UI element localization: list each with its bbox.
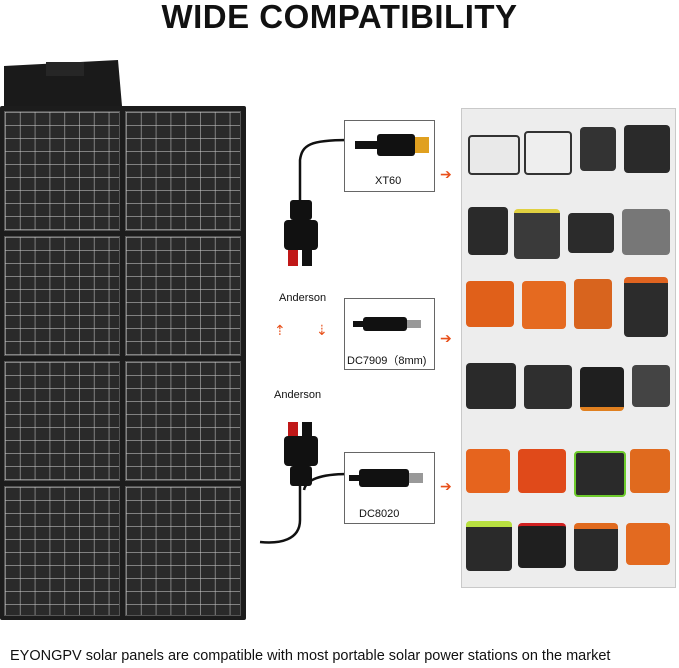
power-station-image — [518, 523, 566, 568]
power-station-image — [518, 449, 566, 493]
anderson-plug-icon — [284, 200, 318, 266]
power-station-image — [622, 209, 670, 255]
dc-barrel-plug-icon — [349, 469, 423, 487]
solar-panel-image — [0, 54, 248, 622]
right-arrow-icon: ➔ — [440, 166, 452, 182]
dc-barrel-plug-icon — [353, 317, 421, 331]
power-station-image — [466, 281, 514, 327]
power-station-image — [514, 209, 560, 259]
panel-cell — [125, 361, 241, 481]
power-station-image — [524, 131, 572, 175]
panel-cell — [4, 486, 120, 616]
right-arrow-icon: ➔ — [440, 478, 452, 494]
power-station-image — [580, 127, 616, 171]
panel-cell — [125, 236, 241, 356]
power-station-image — [466, 521, 512, 571]
anderson-label-top: Anderson — [279, 292, 327, 304]
xt60-label: XT60 — [375, 175, 402, 187]
xt60-plug-icon — [355, 134, 429, 156]
dc7909-label: DC7909（8mm) — [347, 355, 427, 367]
power-station-image — [624, 277, 668, 337]
down-arrow-icon: ⇣ — [316, 322, 328, 338]
up-arrow-icon: ⇡ — [274, 322, 286, 338]
power-station-image — [632, 365, 670, 407]
panel-cell — [4, 111, 120, 231]
power-station-image — [580, 367, 624, 411]
dc8020-connector-box: DC8020 — [344, 452, 435, 524]
power-station-image — [574, 523, 618, 571]
power-station-image — [524, 365, 572, 409]
panel-cell — [125, 111, 241, 231]
anderson-plug-icon — [284, 422, 318, 486]
page-title: WIDE COMPATIBILITY — [161, 0, 518, 35]
panel-cell — [4, 361, 120, 481]
power-station-image — [630, 449, 670, 493]
power-station-image — [522, 281, 566, 329]
xt60-connector-box: XT60 — [344, 120, 435, 192]
power-station-image — [568, 213, 614, 253]
panel-cell — [4, 236, 120, 356]
panel-cell — [125, 486, 241, 616]
power-station-image — [626, 523, 670, 565]
right-arrow-icon: ➔ — [440, 330, 452, 346]
power-station-image — [466, 449, 510, 493]
power-station-image — [466, 363, 516, 409]
power-station-image — [468, 207, 508, 255]
power-station-image — [574, 279, 612, 329]
dc8020-label: DC8020 — [359, 508, 400, 520]
dc7909-connector-box: DC7909（8mm) — [344, 298, 435, 370]
power-station-image — [574, 451, 626, 497]
footer-caption: EYONGPV solar panels are compatible with… — [10, 648, 611, 664]
power-station-image — [468, 135, 520, 175]
compatible-devices-panel — [461, 108, 676, 588]
anderson-label-bottom: Anderson — [274, 389, 322, 401]
power-station-image — [624, 125, 670, 173]
